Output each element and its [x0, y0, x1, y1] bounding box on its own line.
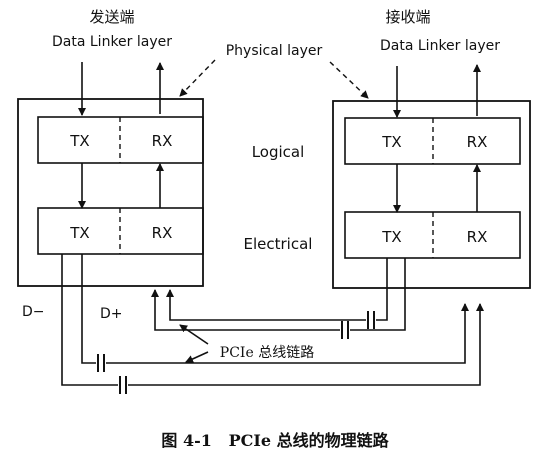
lane-rx-dplus-wire-a [376, 258, 388, 321]
left-electrical-rx: RX [152, 224, 173, 242]
lane-tx-dplus-wire-a [81, 254, 96, 364]
lane-tx-dminus-wire-a [61, 254, 118, 386]
left-device: 发送端 Data Linker layer TX RX TX RX D− D+ [17, 8, 204, 322]
figure-caption: 图 4-1 PCIe 总线的物理链路 [161, 431, 389, 450]
lane-rx-dminus-wire-a [350, 258, 406, 331]
right-electrical-tx: TX [381, 228, 401, 246]
right-logical-tx: TX [381, 133, 401, 151]
physical-layer-pointer-left [179, 59, 216, 97]
right-device: 接收端 Data Linker layer TX RX TX RX [332, 8, 531, 289]
left-logical-rx: RX [152, 132, 173, 150]
lane-rx-dminus-wire-b [151, 289, 340, 331]
physical-layer-pointer-right [329, 61, 369, 99]
left-electrical-tx: TX [69, 224, 89, 242]
electrical-layer-label: Electrical [244, 235, 313, 253]
lane-tx-dminus-wire-b [128, 303, 484, 386]
lane-rx-dplus-wire-b [166, 289, 366, 321]
right-physical-layer-box [332, 100, 531, 289]
pcie-link-label: PCIe 总线链路 [220, 345, 314, 361]
right-electrical-rx: RX [467, 228, 488, 246]
left-logical-tx: TX [69, 132, 89, 150]
pcie-link-pointer-up [179, 324, 209, 345]
right-logical-rx: RX [467, 133, 488, 151]
pcie-link-wiring [61, 254, 484, 394]
left-dplus-label: D+ [100, 306, 123, 322]
lane-tx-dplus-wire-b [106, 303, 469, 364]
physical-layer-label: Physical layer [226, 43, 323, 59]
right-data-linker-label: Data Linker layer [380, 38, 500, 54]
left-data-linker-label: Data Linker layer [52, 34, 172, 50]
pcie-link-pointer-down [185, 351, 209, 363]
right-device-title: 接收端 [385, 8, 430, 26]
left-physical-layer-box [17, 98, 204, 287]
left-dminus-label: D− [22, 304, 45, 320]
logical-layer-label: Logical [252, 143, 305, 161]
left-device-title: 发送端 [89, 8, 134, 26]
